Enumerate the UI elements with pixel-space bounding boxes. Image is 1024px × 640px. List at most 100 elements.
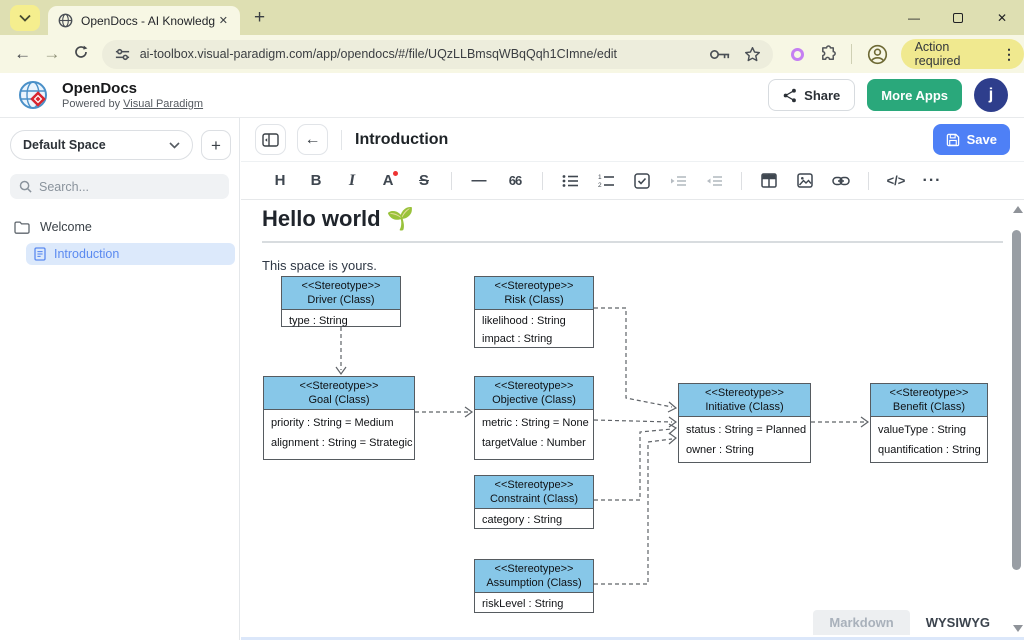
editor-mode-switch: Markdown WYSIWYG [813, 610, 1006, 635]
save-icon [946, 133, 959, 146]
brand: OpenDocs Powered by Visual Paradigm [16, 77, 203, 113]
address-bar[interactable]: ai-toolbox.visual-paradigm.com/app/opend… [101, 39, 773, 69]
folder-icon [14, 220, 30, 234]
doc-header: ← Introduction Save [241, 118, 1024, 162]
app-name: OpenDocs [62, 80, 138, 98]
blockquote-button[interactable]: 66 [508, 173, 522, 188]
extensions-puzzle-icon[interactable] [819, 44, 838, 64]
uml-class-header: <<Stereotype>>Benefit (Class) [871, 384, 987, 418]
toolbar-divider [451, 171, 452, 190]
forward-icon[interactable]: → [43, 44, 61, 63]
scroll-up-icon[interactable] [1013, 206, 1023, 213]
more-apps-button[interactable]: More Apps [867, 79, 962, 111]
share-label: Share [804, 87, 841, 103]
minimize-button[interactable]: — [908, 10, 920, 25]
editor-content[interactable]: Hello world 🌱 This space is yours. [241, 200, 1024, 640]
browser-tab[interactable]: OpenDocs - AI Knowledge Base ✕ [48, 6, 240, 35]
uml-attribute: priority : String = Medium [271, 417, 394, 430]
uml-class-goal: <<Stereotype>>Goal (Class) priority : St… [263, 376, 415, 460]
scroll-down-icon[interactable] [1013, 625, 1023, 632]
avatar[interactable]: j [974, 78, 1008, 112]
browser-toolbar: ← → ai-toolbox.visual-paradigm.com/app/o… [0, 35, 1024, 73]
page-tree: Welcome Introduction [0, 215, 239, 265]
scrollbar-thumb[interactable] [1012, 230, 1021, 570]
tab-search-button[interactable] [10, 4, 40, 31]
space-selector[interactable]: Default Space [10, 130, 193, 160]
bottom-divider [241, 637, 1024, 640]
uml-class-benefit: <<Stereotype>>Benefit (Class) valueType … [870, 383, 988, 463]
visual-paradigm-link[interactable]: Visual Paradigm [123, 97, 204, 110]
bookmark-star-icon[interactable] [744, 46, 761, 63]
tab-close-icon[interactable]: ✕ [218, 15, 228, 27]
uml-attribute: type : String [289, 315, 348, 328]
search-input[interactable]: Search... [10, 174, 229, 199]
more-options-button[interactable]: ··· [922, 171, 942, 189]
uml-attribute: targetValue : Number [482, 437, 586, 450]
uml-class-header: <<Stereotype>>Goal (Class) [264, 377, 414, 411]
uml-class-header: <<Stereotype>>Risk (Class) [475, 277, 593, 311]
link-button[interactable] [826, 167, 856, 195]
app-header: OpenDocs Powered by Visual Paradigm Shar… [0, 73, 1024, 118]
sidebar-item-welcome[interactable]: Welcome [0, 215, 239, 239]
markdown-tab[interactable]: Markdown [813, 610, 910, 635]
table-button[interactable] [754, 167, 784, 195]
outdent-button[interactable] [699, 167, 729, 195]
kebab-menu-icon[interactable]: ⋮ [1002, 45, 1016, 62]
new-tab-button[interactable]: + [254, 7, 266, 28]
site-settings-icon[interactable] [114, 46, 131, 63]
divider [341, 129, 342, 150]
bold-button[interactable]: B [310, 172, 322, 189]
uml-attribute: status : String = Planned [686, 424, 807, 437]
share-button[interactable]: Share [768, 79, 856, 111]
italic-button[interactable]: I [348, 171, 356, 189]
wysiwyg-tab[interactable]: WYSIWYG [909, 610, 1006, 635]
indent-button[interactable] [663, 167, 693, 195]
bullet-list-button[interactable] [555, 167, 585, 195]
code-button[interactable]: </> [886, 173, 906, 188]
strikethrough-button[interactable]: S [418, 172, 429, 189]
toggle-sidebar-button[interactable] [255, 124, 286, 155]
powered-by: Powered by Visual Paradigm [62, 97, 204, 110]
task-list-button[interactable] [627, 167, 657, 195]
sidebar-item-introduction[interactable]: Introduction [26, 243, 235, 265]
profile-icon[interactable] [867, 44, 888, 65]
back-icon: ← [304, 130, 321, 148]
svg-text:2: 2 [598, 182, 602, 188]
page-title: Introduction [355, 130, 449, 148]
add-page-button[interactable]: + [201, 130, 231, 160]
back-button[interactable]: ← [297, 124, 328, 155]
vertical-scrollbar[interactable] [1010, 202, 1023, 636]
space-selector-value: Default Space [23, 138, 106, 152]
heading-button[interactable]: H [274, 172, 286, 189]
uml-attribute: alignment : String = Strategic [271, 437, 413, 450]
image-button[interactable] [790, 167, 820, 195]
toolbar-divider [850, 44, 852, 64]
password-key-icon[interactable] [709, 48, 731, 61]
toolbar-divider [741, 171, 742, 190]
doc-intro-text[interactable]: This space is yours. [262, 258, 377, 273]
globe-icon [58, 13, 73, 28]
extension-ring-icon[interactable] [790, 47, 804, 61]
close-button[interactable]: ✕ [996, 10, 1008, 25]
uml-attribute: category : String [482, 514, 563, 527]
maximize-button[interactable] [936, 0, 980, 35]
back-icon[interactable]: ← [14, 44, 32, 63]
save-button[interactable]: Save [932, 124, 1010, 155]
uml-class-objective: <<Stereotype>>Objective (Class) metric :… [474, 376, 594, 460]
text-color-button[interactable]: A [373, 167, 403, 195]
action-required-button[interactable]: Action required ⋮ [900, 39, 1024, 69]
uml-class-header: <<Stereotype>>Objective (Class) [475, 377, 593, 411]
reload-icon[interactable] [66, 44, 95, 65]
toolbar-divider [542, 171, 543, 190]
url-text[interactable]: ai-toolbox.visual-paradigm.com/app/opend… [139, 47, 618, 61]
uml-attribute: valueType : String [878, 424, 967, 437]
horizontal-rule-button[interactable]: — [471, 172, 487, 189]
uml-class-assumption: <<Stereotype>>Assumption (Class) riskLev… [474, 559, 594, 613]
document-icon [34, 247, 46, 261]
tab-title: OpenDocs - AI Knowledge Base [81, 13, 215, 28]
opendocs-logo-icon [19, 81, 47, 109]
doc-heading[interactable]: Hello world 🌱 [262, 206, 1003, 243]
uml-attribute: owner : String [686, 444, 754, 457]
maximize-icon [953, 12, 963, 23]
